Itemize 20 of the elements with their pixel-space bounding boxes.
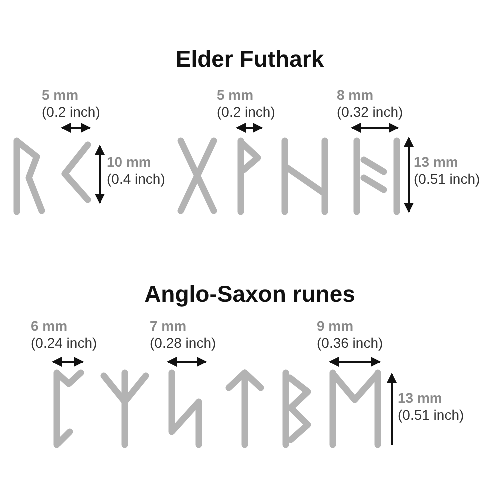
dimension-label: 9 mm: [317, 318, 354, 335]
dimension-label: (0.28 inch): [150, 335, 216, 352]
dimension-label: (0.32 inch): [337, 104, 404, 121]
dimension-label: (0.2 inch): [42, 104, 100, 121]
heading: Anglo-Saxon runes: [144, 281, 356, 308]
dimension-label: 5 mm: [42, 87, 79, 104]
dimension-label: 7 mm: [150, 318, 187, 335]
dimension-label: (0.2 inch): [217, 104, 276, 121]
dimension-label: (0.51 inch): [414, 171, 480, 188]
dimension-label: 8 mm: [337, 87, 374, 104]
dimension-label: 6 mm: [31, 318, 68, 335]
heading: Elder Futhark: [174, 46, 326, 73]
dimension-label: (0.24 inch): [31, 335, 98, 352]
dimension-label: 10 mm: [107, 154, 152, 171]
dimension-label: 5 mm: [217, 87, 254, 104]
dimension-label: (0.36 inch): [317, 335, 384, 352]
dimension-label: 13 mm: [414, 154, 458, 171]
dimension-label: (0.51 inch): [398, 407, 464, 424]
dimension-label: 13 mm: [398, 390, 442, 407]
dimension-label: (0.4 inch): [107, 171, 166, 188]
